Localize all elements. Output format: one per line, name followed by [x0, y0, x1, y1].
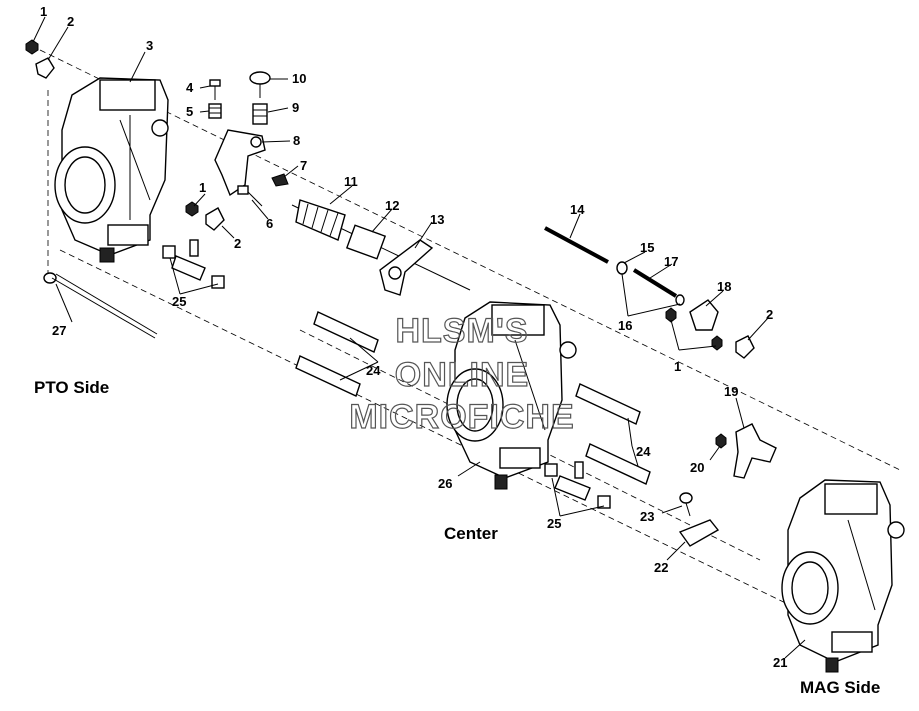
- callout-2b: 2: [234, 236, 241, 251]
- watermark: HLSM'S ONLINE MICROFICHE: [349, 311, 575, 436]
- leader-lines: [32, 16, 806, 659]
- screw-part-20: [715, 433, 727, 449]
- adjuster-part-10: [249, 71, 271, 98]
- pto-carburetor: [54, 77, 169, 263]
- callout-24b: 24: [636, 444, 651, 459]
- callout-2a: 2: [67, 14, 74, 29]
- center-carburetor: [446, 301, 577, 490]
- clip-part-2b: [205, 207, 225, 231]
- callout-13: 13: [430, 212, 444, 227]
- callout-1a: 1: [40, 4, 47, 19]
- callout-19: 19: [724, 384, 738, 399]
- callout-1b: 1: [199, 180, 206, 195]
- callout-27: 27: [52, 323, 66, 338]
- callout-11: 11: [344, 174, 358, 189]
- spring-part-9: [252, 103, 268, 125]
- callout-15: 15: [640, 240, 654, 255]
- tube-parts-24a: [295, 311, 379, 397]
- callout-22: 22: [654, 560, 668, 575]
- callout-3: 3: [146, 38, 153, 53]
- watermark-line-3: MICROFICHE: [349, 398, 574, 436]
- callout-24a: 24: [366, 363, 381, 378]
- screw-part-1a: [25, 39, 39, 55]
- callout-14: 14: [570, 202, 585, 217]
- callout-20: 20: [690, 460, 704, 475]
- callout-26: 26: [438, 476, 452, 491]
- screw-part-23: [679, 492, 693, 517]
- callout-12: 12: [385, 198, 399, 213]
- callout-17: 17: [664, 254, 678, 269]
- callout-6: 6: [266, 216, 273, 231]
- clip-part-2c: [735, 335, 755, 359]
- screw-part-4: [209, 79, 221, 100]
- callout-9: 9: [292, 100, 299, 115]
- watermark-line-1: HLSM'S: [395, 312, 528, 350]
- callout-numbers: 1 2 3 4 5 10 9 8 7 1 2 6 11 12 13 14 15 …: [40, 4, 787, 670]
- center-label: Center: [444, 524, 498, 543]
- callout-5: 5: [186, 104, 193, 119]
- spring-part-5: [208, 103, 222, 119]
- callout-10: 10: [292, 71, 306, 86]
- callout-2c: 2: [766, 307, 773, 322]
- bracket-part-8: [214, 129, 266, 197]
- callout-18: 18: [717, 279, 731, 294]
- ring-part-16: [675, 294, 685, 306]
- callout-25a: 25: [172, 294, 186, 309]
- clip-part-2a: [35, 57, 55, 79]
- callout-7: 7: [300, 158, 307, 173]
- fitting-part-25b: [544, 461, 611, 509]
- pto-side-label: PTO Side: [34, 378, 109, 397]
- tube-parts-24b: [575, 383, 651, 485]
- fitting-part-25a: [162, 239, 225, 289]
- spring-part-17: [632, 268, 678, 298]
- rod-part-14: [544, 226, 609, 264]
- screw-part-6: [237, 185, 263, 207]
- sleeve-part-12: [345, 224, 387, 260]
- callout-25b: 25: [547, 516, 561, 531]
- callout-8: 8: [293, 133, 300, 148]
- mag-side-label: MAG Side: [800, 678, 880, 697]
- callout-4: 4: [186, 80, 194, 95]
- mag-carburetor: [781, 479, 905, 673]
- bolt-part-27: [43, 272, 158, 339]
- ring-part-15: [616, 261, 628, 275]
- plate-part-22: [678, 519, 720, 547]
- lever-part-13: [379, 239, 434, 296]
- lever-part-19: [733, 423, 777, 479]
- callout-1c: 1: [674, 359, 681, 374]
- callout-21: 21: [773, 655, 787, 670]
- callout-23: 23: [640, 509, 654, 524]
- callout-16: 16: [618, 318, 632, 333]
- bracket-part-18: [689, 299, 719, 331]
- watermark-line-2: ONLINE: [395, 356, 529, 394]
